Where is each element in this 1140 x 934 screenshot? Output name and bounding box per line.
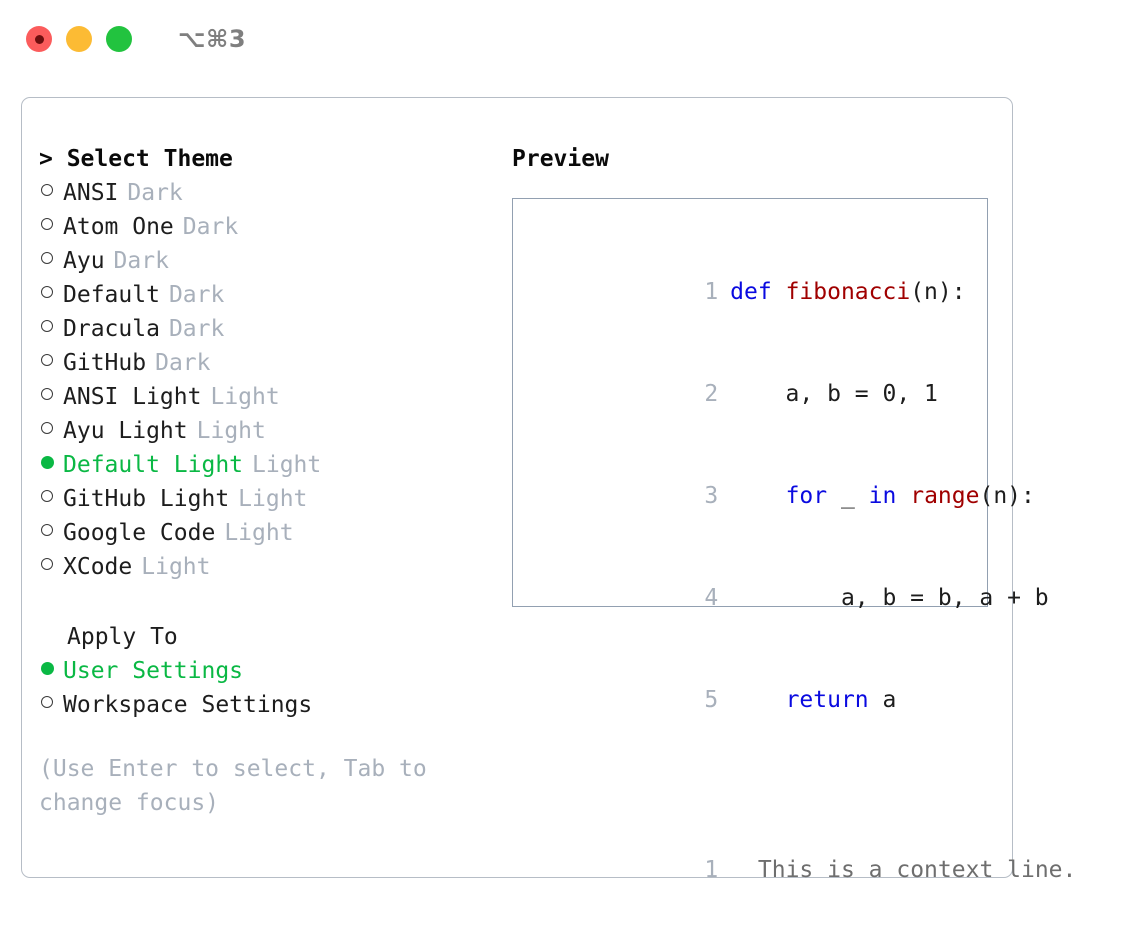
theme-name: ANSI <box>63 180 119 206</box>
theme-list-item-ayu-light[interactable]: Ayu Light Light <box>39 414 492 448</box>
code-line: 3 for _ in range(n): <box>530 445 1035 547</box>
theme-name: XCode <box>63 554 133 580</box>
theme-tag: Dark <box>155 350 211 376</box>
line-number: 3 <box>704 483 719 509</box>
code-token: fibonacci <box>785 279 911 305</box>
code-token: a <box>868 687 897 713</box>
apply-to-group[interactable]: User Settings Workspace Settings <box>39 654 492 722</box>
theme-tag: Light <box>141 554 211 580</box>
theme-name: Default Light <box>63 452 244 478</box>
theme-list-item-dracula[interactable]: Dracula Dark <box>39 312 492 346</box>
select-theme-header: > Select Theme <box>39 146 233 172</box>
minimize-button[interactable] <box>66 26 92 52</box>
line-number: 1 <box>704 857 719 883</box>
theme-name: Default <box>63 282 160 308</box>
theme-name: Dracula <box>63 316 160 342</box>
theme-name: GitHub <box>63 350 147 376</box>
title-bar: ⌥⌘3 <box>0 0 1140 78</box>
code-token: a, b = b, a + b <box>730 585 1049 611</box>
theme-tag: Dark <box>127 180 183 206</box>
apply-to-option-label: User Settings <box>63 658 244 684</box>
theme-name: Google Code <box>63 520 216 546</box>
line-number: 2 <box>704 381 719 407</box>
apply-to-label: Apply To <box>67 624 178 650</box>
theme-tag: Dark <box>168 282 225 308</box>
code-spacer <box>530 785 987 819</box>
theme-tag: Dark <box>113 248 169 274</box>
code-token: def <box>730 279 786 305</box>
section-divider <box>39 584 492 620</box>
theme-name: Ayu Light <box>63 418 188 444</box>
code-token: a, b = 0, 1 <box>730 381 938 407</box>
theme-tag: Dark <box>182 214 239 240</box>
theme-list[interactable]: ANSI Dark Atom One Dark Ayu Dark <box>39 176 492 584</box>
code-token <box>896 483 910 509</box>
theme-tag: Light <box>196 418 266 444</box>
code-token: (n): <box>910 279 966 305</box>
theme-list-item-github-light[interactable]: GitHub Light Light <box>39 482 492 516</box>
apply-to-option-workspace-settings[interactable]: Workspace Settings <box>39 688 492 722</box>
line-number: 4 <box>704 585 719 611</box>
theme-list-item-default-light[interactable]: Default Light Light <box>39 448 492 482</box>
code-token <box>730 483 785 509</box>
code-token: _ <box>827 483 869 509</box>
keyboard-hint-text: (Use Enter to select, Tab to change focu… <box>39 756 441 816</box>
code-token: for <box>785 483 828 509</box>
code-line: 1 def fibonacci(n): <box>530 241 987 343</box>
theme-name: ANSI Light <box>63 384 202 410</box>
code-line: 2 a, b = 0, 1 <box>530 343 987 445</box>
theme-list-item-ansi[interactable]: ANSI Dark <box>39 176 492 210</box>
apply-to-option-user-settings[interactable]: User Settings <box>39 654 492 688</box>
apply-to-option-label: Workspace Settings <box>63 692 313 718</box>
preview-title: Preview <box>512 146 609 172</box>
theme-name: Ayu <box>63 248 105 274</box>
diff-marker <box>730 857 744 883</box>
line-number: 1 <box>704 279 719 305</box>
diff-line-deleted: 2- This line was deleted. <box>530 921 987 934</box>
theme-list-item-default[interactable]: Default Dark <box>39 278 492 312</box>
code-token: return <box>785 687 869 713</box>
keyboard-shortcut-label: ⌥⌘3 <box>178 25 247 53</box>
line-number: 5 <box>704 687 719 713</box>
theme-list-item-xcode[interactable]: XCode Light <box>39 550 492 584</box>
diff-text: This is a context line. <box>757 857 1077 883</box>
traffic-lights <box>26 26 132 52</box>
theme-selector-column: > Select Theme ANSI Dark Atom One Dark <box>22 98 492 877</box>
code-token: (n): <box>979 483 1035 509</box>
theme-tag: Dark <box>168 316 225 342</box>
code-token: range <box>910 483 980 509</box>
close-button[interactable] <box>26 26 52 52</box>
maximize-button[interactable] <box>106 26 132 52</box>
theme-name: GitHub Light <box>63 486 230 512</box>
code-token <box>730 687 785 713</box>
diff-line-context: 1 This is a context line. <box>530 819 1076 921</box>
theme-list-item-github[interactable]: GitHub Dark <box>39 346 492 380</box>
theme-tag: Light <box>210 384 280 410</box>
main-panel: > Select Theme ANSI Dark Atom One Dark <box>21 97 1076 883</box>
code-token: in <box>868 483 897 509</box>
theme-name: Atom One <box>63 214 174 240</box>
code-spacer <box>530 751 987 785</box>
theme-tag: Light <box>252 452 322 478</box>
theme-list-item-ayu[interactable]: Ayu Dark <box>39 244 492 278</box>
theme-tag: Light <box>224 520 294 546</box>
code-line: 5 return a <box>530 649 987 751</box>
theme-list-item-ansi-light[interactable]: ANSI Light Light <box>39 380 492 414</box>
theme-list-item-google-code[interactable]: Google Code Light <box>39 516 492 550</box>
code-line: 4 a, b = b, a + b <box>530 547 1048 649</box>
theme-list-item-atom-one[interactable]: Atom One Dark <box>39 210 492 244</box>
theme-tag: Light <box>238 486 308 512</box>
